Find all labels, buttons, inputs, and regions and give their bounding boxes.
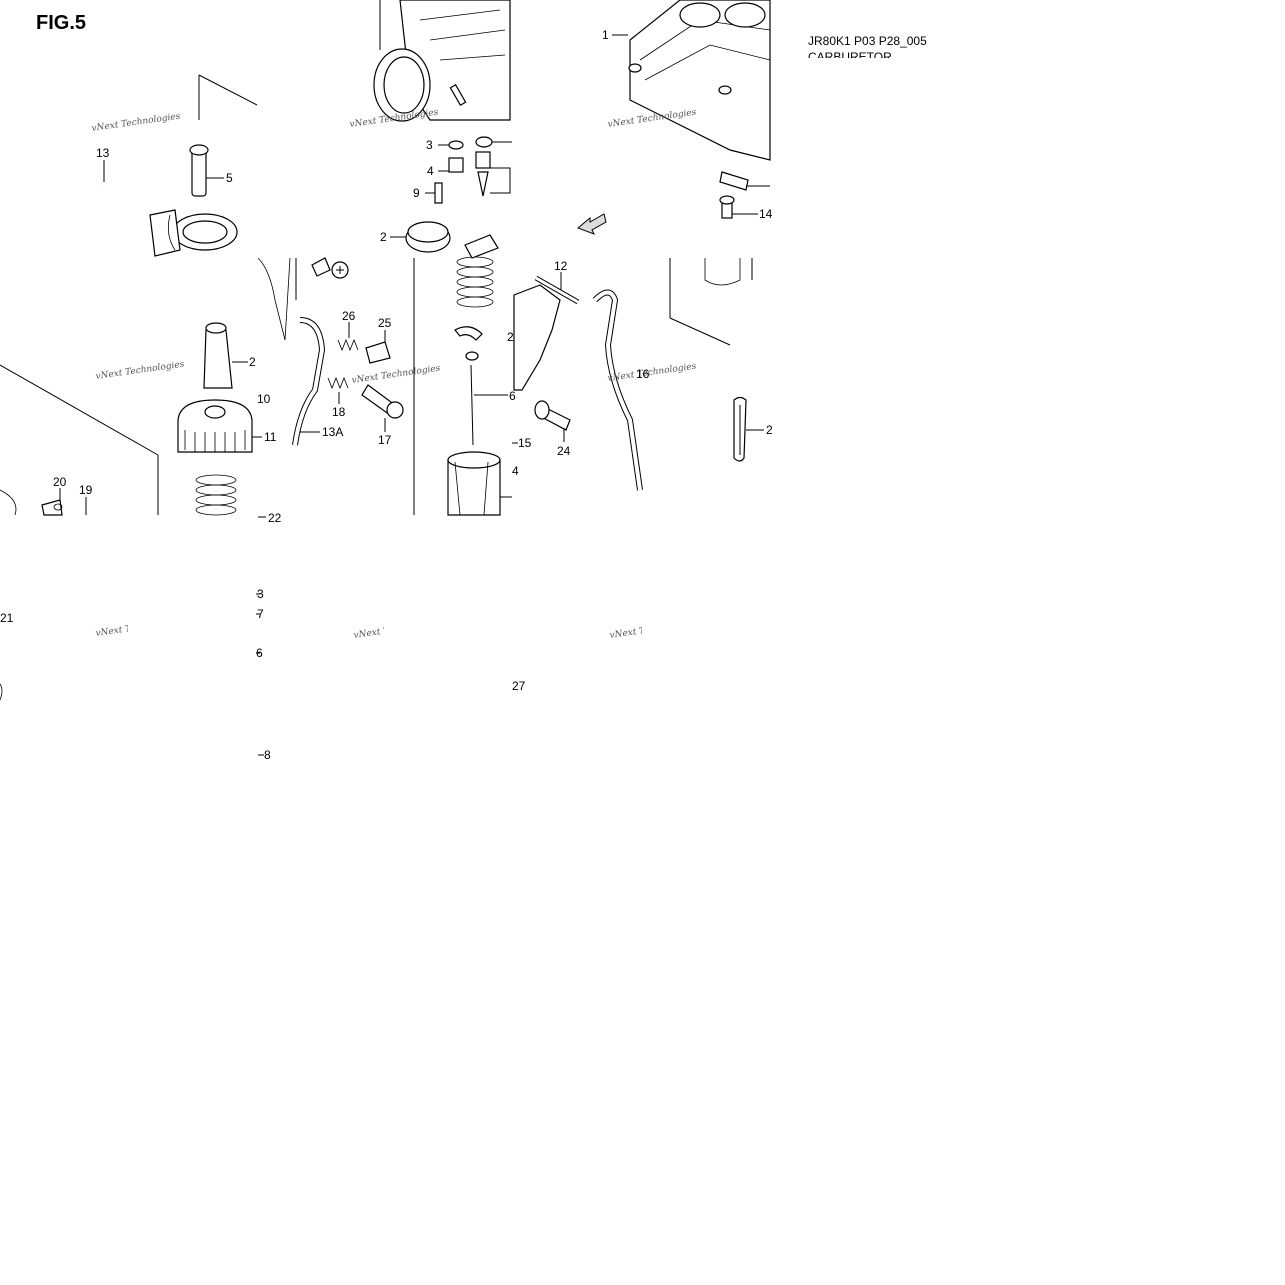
- callout-8: 8: [264, 748, 271, 762]
- tile-top-middle: [373, 0, 607, 308]
- edge-mask: [0, 0, 2, 2]
- callout-11: 11: [264, 430, 277, 444]
- title-mask: [800, 58, 920, 66]
- watermark: vNext Technologies: [607, 362, 697, 384]
- callout-2b: 2: [249, 355, 256, 369]
- watermark: vNext Technologies: [95, 360, 185, 382]
- callout-22: 22: [268, 511, 282, 525]
- callout-5: 5: [226, 171, 233, 185]
- callout-13: 13: [96, 146, 110, 160]
- callout-21: 21: [0, 611, 14, 625]
- tile-middle-right-center: [413, 258, 643, 516]
- part-9-pin: [434, 182, 443, 204]
- callout-15: 15: [518, 436, 532, 450]
- figure-label: FIG.5: [36, 12, 86, 34]
- callout-1: 1: [602, 28, 609, 42]
- callout-16: 16: [636, 367, 650, 381]
- figure-code: JR80K1 P03 P28_005: [808, 34, 927, 48]
- part-12-rod: [535, 276, 579, 304]
- callout-26: 26: [342, 309, 356, 323]
- callout-20: 20: [53, 475, 67, 489]
- spring-lower: [195, 474, 237, 516]
- callout-10: 10: [257, 392, 271, 406]
- part-18-spring: [327, 376, 349, 390]
- callout-6: 6: [509, 389, 516, 403]
- watermark: vNext Technologies: [91, 112, 181, 134]
- callout-9: 9: [413, 186, 420, 200]
- callout-18: 18: [332, 405, 346, 419]
- watermark-clip: vNext Technologies: [353, 619, 443, 641]
- tile-bottom-edge: [0, 593, 264, 756]
- watermark: vNext Technologies: [95, 617, 185, 639]
- tile-middle-right: [669, 258, 764, 462]
- callout-14: 14: [759, 207, 773, 221]
- callout-4: 4: [427, 164, 434, 178]
- part-25-screw: [365, 341, 391, 364]
- watermark: vNext Technologies: [351, 364, 441, 386]
- callout-19: 19: [79, 483, 93, 497]
- watermark: vNext Technologies: [353, 619, 443, 641]
- tile-middle-left: [0, 322, 266, 518]
- spring-upper: [456, 256, 494, 308]
- tile-middle-center: [257, 257, 404, 446]
- callout-24: 24: [557, 444, 571, 458]
- part-2-boot: [203, 329, 233, 389]
- callout-4b: 4: [512, 464, 519, 478]
- part-3-washer: [448, 140, 464, 150]
- watermark: vNext Technologies: [609, 619, 699, 641]
- callout-2c: 2: [507, 330, 514, 344]
- tile-top-left: [98, 74, 258, 264]
- callout-12: 12: [554, 259, 568, 273]
- callout-3: 3: [426, 138, 433, 152]
- watermark-clip: vNext Technologies: [95, 617, 185, 639]
- callout-17: 17: [378, 433, 392, 447]
- float-bowl-gasket: [629, 0, 771, 161]
- callout-7: 7: [257, 607, 264, 621]
- callout-3b: 3: [257, 587, 264, 601]
- callout-labels: 1 2 3 4 9 14 13 5 12 26 25 2 2 10 11 18 …: [0, 28, 773, 762]
- callout-2d: 2: [766, 423, 773, 437]
- fwd-arrow-icon: [577, 213, 607, 235]
- part-16-hose: [593, 290, 642, 491]
- callout-13A: 13A: [322, 425, 343, 439]
- tile-top-right: [612, 0, 771, 219]
- callout-25: 25: [378, 316, 392, 330]
- part-26-spring: [337, 338, 359, 352]
- callout-6b: 6: [256, 646, 263, 660]
- watermarks: vNext Technologies vNext Technologies vN…: [91, 108, 699, 641]
- watermark-clip: vNext Technologies: [609, 619, 699, 641]
- part-13A-hose: [293, 318, 325, 446]
- callout-27: 27: [512, 679, 526, 693]
- callout-2: 2: [380, 230, 387, 244]
- part-11-cap: [177, 399, 253, 453]
- part-4-jet: [448, 157, 464, 173]
